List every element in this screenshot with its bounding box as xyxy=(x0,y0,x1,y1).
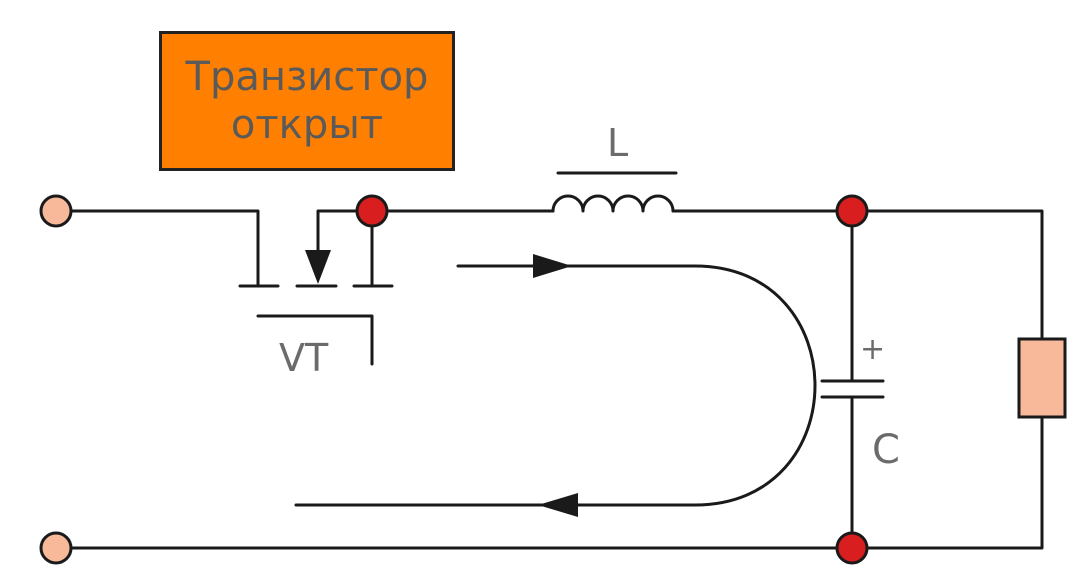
capacitor-label: C xyxy=(872,427,900,473)
node-capacitor-bottom xyxy=(835,531,869,565)
transistor-source-lead xyxy=(316,209,374,252)
transistor-gate xyxy=(256,314,374,366)
node-transistor-output xyxy=(355,194,389,228)
node-capacitor-top xyxy=(835,194,869,228)
current-flow-path xyxy=(294,264,817,507)
load-resistor xyxy=(1017,337,1067,419)
wire-node-to-load-top xyxy=(850,209,1044,341)
transistor-source-arrow xyxy=(305,250,331,284)
capacitor-polarity-label: + xyxy=(860,332,886,367)
input-terminal-top xyxy=(39,194,73,228)
transistor-label: VT xyxy=(279,336,329,380)
transistor-state-text: Транзистор открыт xyxy=(185,54,429,148)
wire-input-to-drain xyxy=(54,209,260,288)
wires xyxy=(54,171,1044,550)
input-terminal-bottom xyxy=(39,531,73,565)
inductor-coils xyxy=(551,194,675,213)
current-arrow-left xyxy=(538,493,578,517)
wire-load-to-bottom xyxy=(54,415,1044,550)
transistor-state-banner: Транзистор открыт xyxy=(159,31,455,171)
current-arrow-right xyxy=(533,254,572,278)
inductor-label: L xyxy=(607,121,629,165)
